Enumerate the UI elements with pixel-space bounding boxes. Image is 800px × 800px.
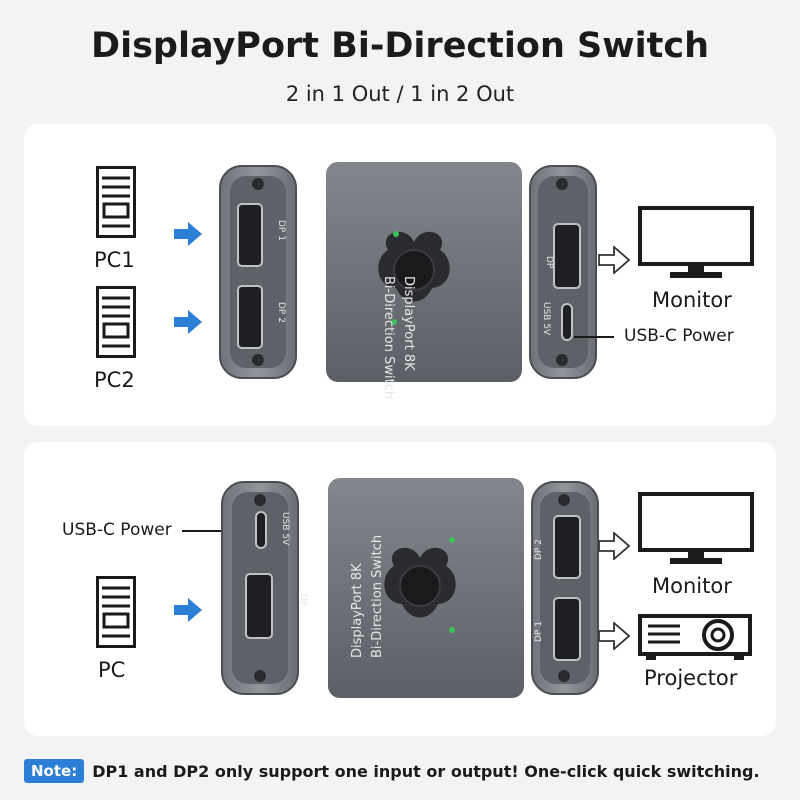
page-title: DisplayPort Bi-Direction Switch <box>91 26 709 66</box>
arrow-right-icon <box>174 222 202 246</box>
pc-tower-icon <box>96 286 136 358</box>
arrow-right-icon <box>174 598 202 622</box>
arrow-right-outline-icon <box>598 622 630 650</box>
port-label-dp: DP <box>544 256 554 269</box>
note-bar: Note: DP1 and DP2 only support one input… <box>24 758 784 784</box>
device-label-line1: DisplayPort 8K <box>350 563 365 658</box>
power-label: USB-C Power <box>624 326 734 346</box>
projector-icon <box>638 614 752 660</box>
device-label-line2: Bi-Direction Switch <box>370 534 385 658</box>
output-label-monitor: Monitor <box>652 574 732 598</box>
power-label: USB-C Power <box>62 520 172 540</box>
output-label-projector: Projector <box>644 666 738 690</box>
pc-tower-icon <box>96 576 136 648</box>
note-badge: Note: <box>24 759 85 783</box>
device-label-line1: DisplayPort 8K <box>401 276 416 371</box>
input-label-pc2: PC2 <box>94 368 135 392</box>
switch-device-image <box>219 162 597 382</box>
device-label-line2: Bi-Direction Switch <box>381 276 396 400</box>
port-label-dp: DP <box>298 594 308 607</box>
output-label-monitor: Monitor <box>652 288 732 312</box>
monitor-icon <box>638 492 754 564</box>
port-label-usb: USB 5V <box>280 512 290 546</box>
top-panel: PC1 PC2 <box>24 124 776 426</box>
port-label-dp2: DP 2 <box>534 539 544 560</box>
arrow-right-outline-icon <box>598 246 630 274</box>
input-label-pc1: PC1 <box>94 248 135 272</box>
port-label-usb: USB 5V <box>541 302 551 336</box>
bottom-panel: USB-C Power PC <box>24 442 776 736</box>
page-subtitle: 2 in 1 Out / 1 in 2 Out <box>285 82 515 106</box>
port-label-dp2: DP 2 <box>276 302 286 323</box>
pc-tower-icon <box>96 166 136 238</box>
monitor-icon <box>638 206 754 278</box>
input-label-pc: PC <box>98 658 126 682</box>
callout-line <box>182 530 240 532</box>
switch-device-image <box>221 478 599 698</box>
arrow-right-outline-icon <box>598 532 630 560</box>
note-text: DP1 and DP2 only support one input or ou… <box>92 761 760 781</box>
port-label-dp1: DP 1 <box>276 220 286 241</box>
arrow-right-icon <box>174 310 202 334</box>
port-label-dp1: DP 1 <box>534 621 544 642</box>
callout-line <box>574 336 614 338</box>
